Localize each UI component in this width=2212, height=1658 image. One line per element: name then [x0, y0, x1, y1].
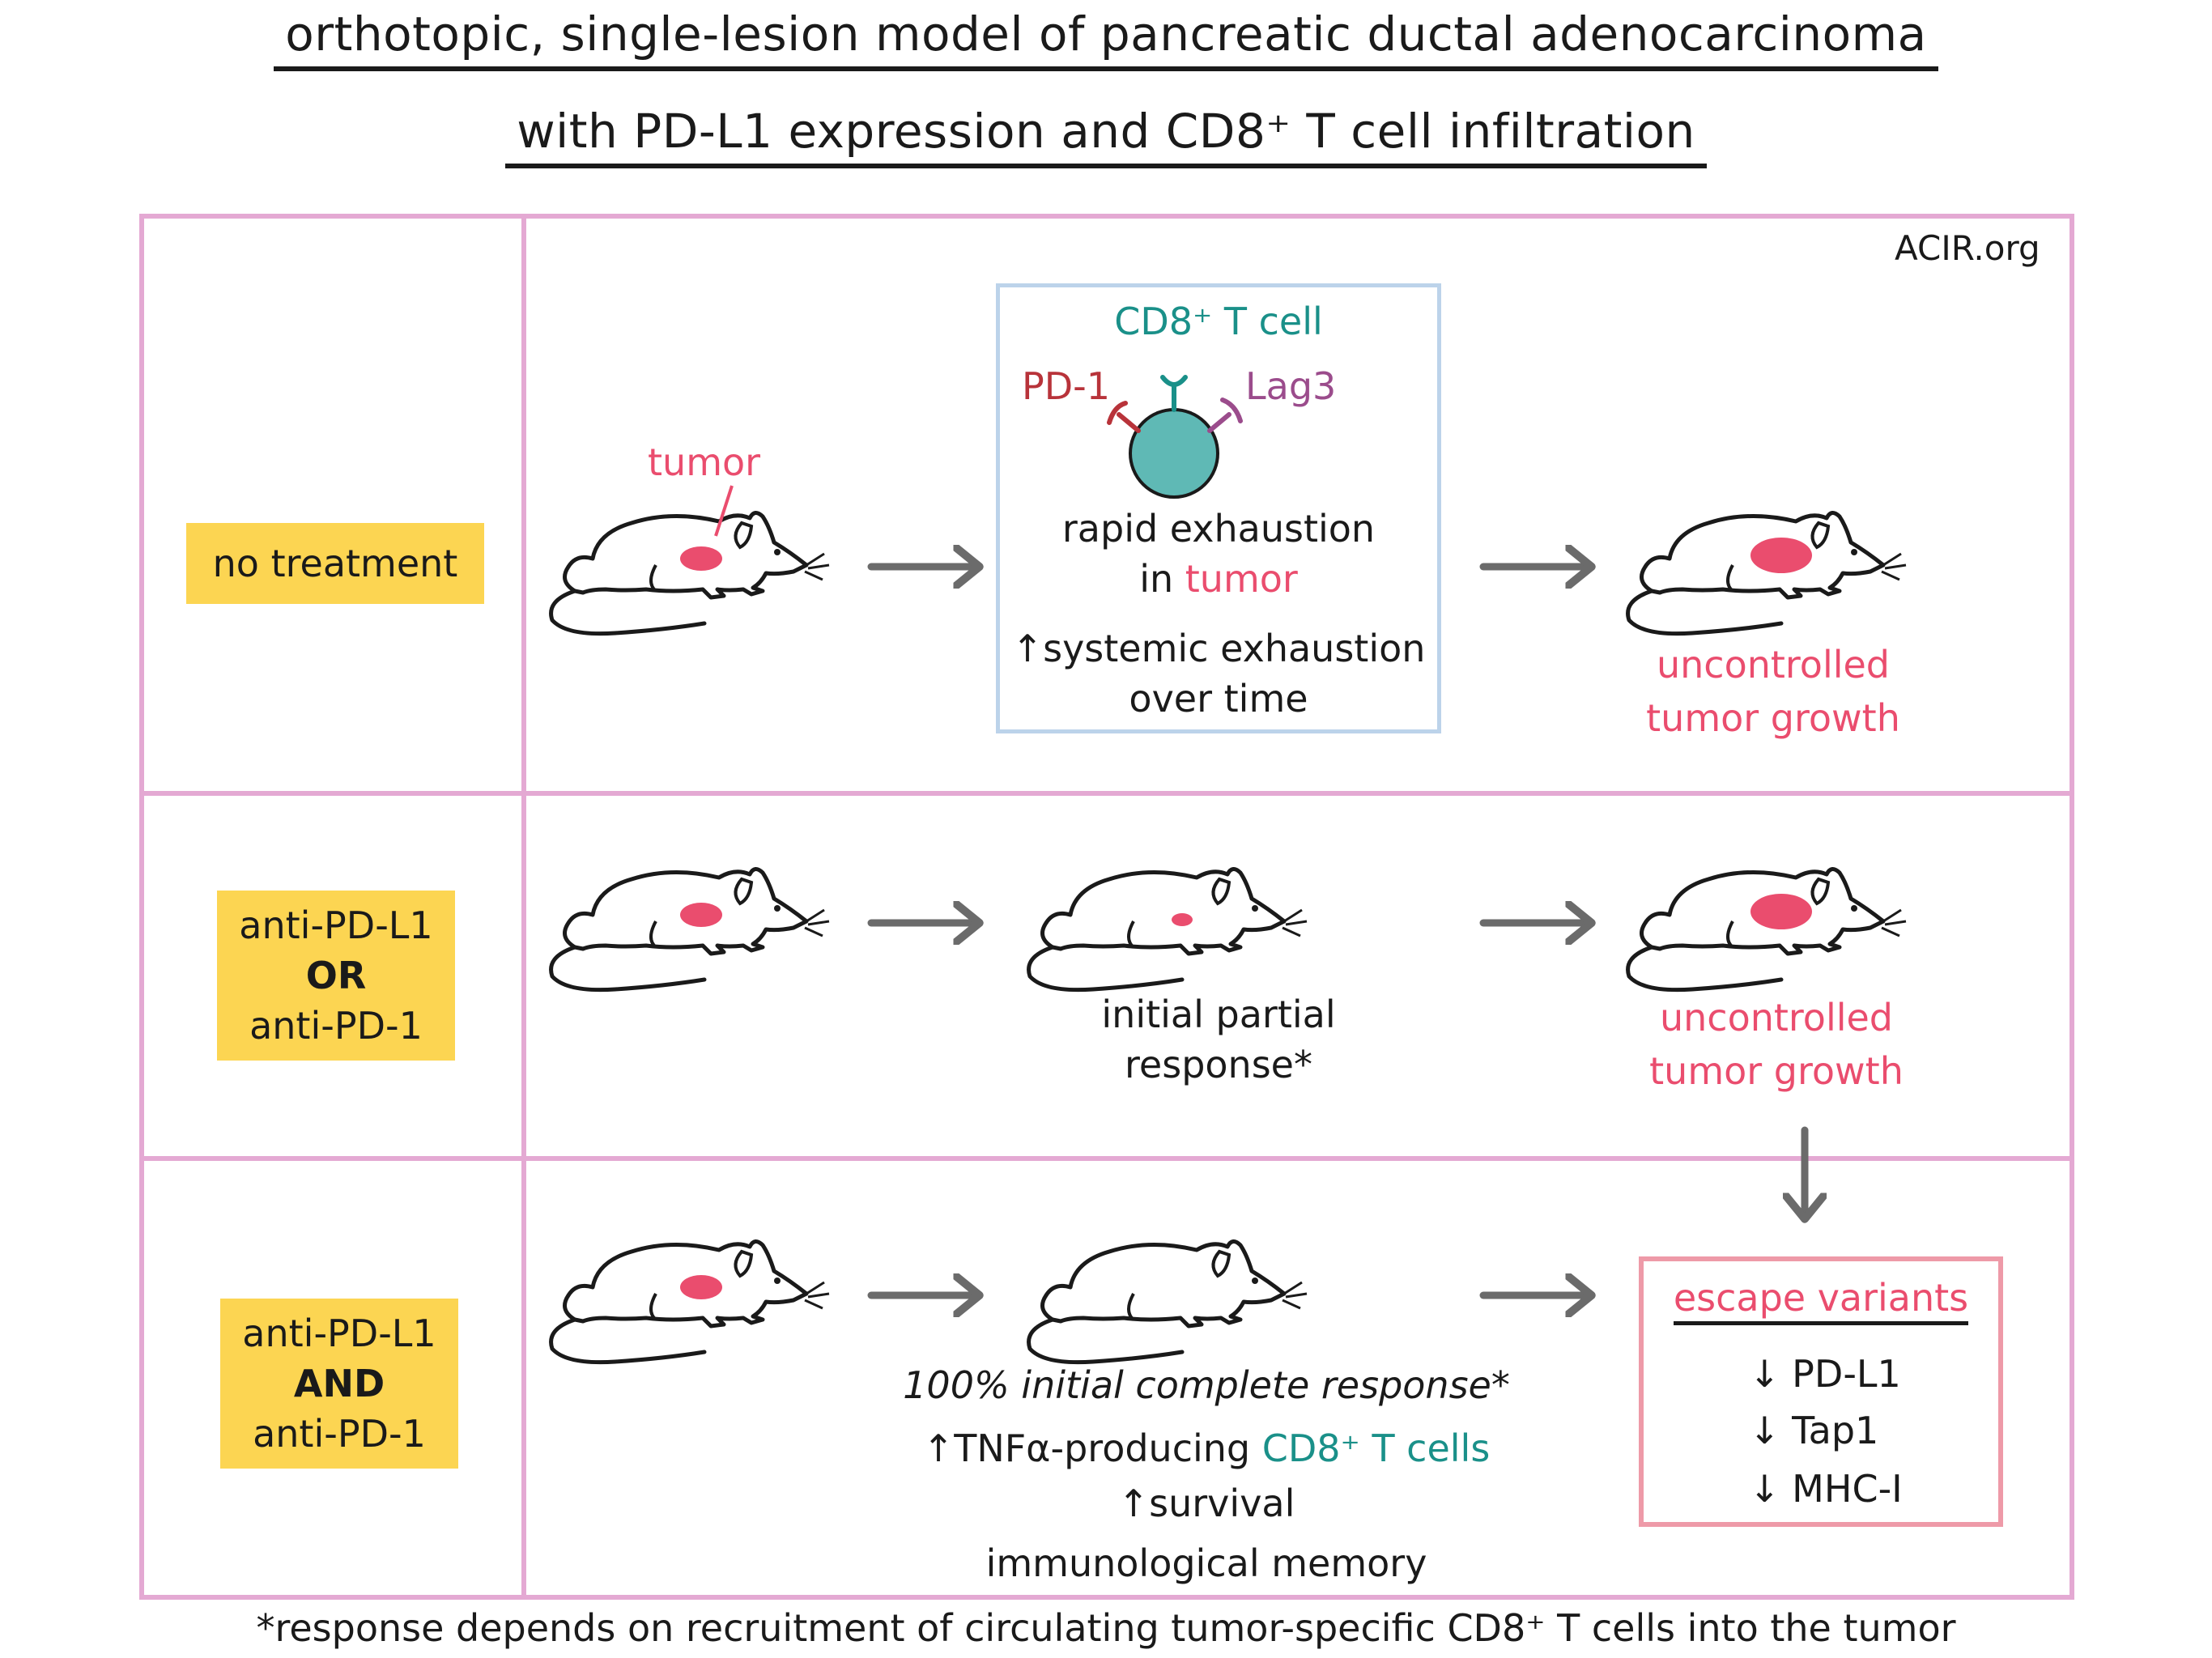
- mouse-illustration: [1028, 850, 1320, 1004]
- escape-variants-title: escape variants: [1639, 1273, 2003, 1325]
- mouse-illustration: [551, 850, 842, 1004]
- footnote: *response depends on recruitment of circ…: [256, 1606, 1956, 1650]
- row-label-anti-pd-l1-and-anti-pd-1: anti-PD-L1 AND anti-PD-1: [220, 1299, 458, 1469]
- column-divider: [521, 214, 526, 1600]
- tumor-mark: [680, 546, 722, 571]
- tumor-label: tumor: [648, 440, 761, 484]
- credit: ACIR.org: [1895, 228, 2040, 268]
- arrow-right: [1479, 1279, 1600, 1312]
- mouse-illustration: [1028, 1222, 1320, 1376]
- outcome-line2: tumor growth: [1646, 696, 1900, 740]
- arrow-right: [1479, 551, 1600, 583]
- outcome-line2: tumor growth: [1649, 1049, 1904, 1093]
- exhaustion-line2: in tumor: [1139, 557, 1298, 601]
- mouse-illustration: [1627, 494, 1919, 648]
- tumor-mark: [680, 903, 722, 927]
- cd8-t-cell-label: CD8⁺ T cell: [1114, 300, 1323, 343]
- complete-response-line2: ↑TNFα-producing CD8⁺ T cells: [922, 1426, 1491, 1470]
- tumor-mark: [1750, 538, 1812, 573]
- arrow-right: [867, 551, 988, 583]
- row-divider-2: [139, 1156, 2074, 1161]
- mouse-illustration: [551, 494, 842, 648]
- lag3-label: Lag3: [1245, 364, 1337, 408]
- diagram-title-line2: with PD-L1 expression and CD8⁺ T cell in…: [0, 104, 2212, 168]
- tumor-pointer-line: [714, 485, 734, 537]
- complete-response-line4: immunological memory: [985, 1541, 1427, 1585]
- tumor-mark: [1172, 913, 1193, 926]
- mouse-illustration: [1627, 850, 1919, 1004]
- row-divider-1: [139, 791, 2074, 796]
- outcome-line1: uncontrolled: [1656, 643, 1891, 687]
- tumor-mark: [680, 1275, 722, 1299]
- mouse-illustration: [551, 1222, 842, 1376]
- t-cell-icon: [1107, 375, 1243, 499]
- exhaustion-line3: ↑systemic exhaustion: [1011, 627, 1426, 670]
- row-label-no-treatment: no treatment: [186, 523, 484, 604]
- exhaustion-info-box: [996, 283, 1441, 733]
- arrow-right: [867, 907, 988, 939]
- escape-item-mhc-i: ↓ MHC-I: [1749, 1467, 1903, 1511]
- complete-response-line3: ↑survival: [1117, 1482, 1295, 1525]
- partial-response-line1: initial partial: [1101, 993, 1336, 1036]
- tumor-mark: [1750, 894, 1812, 929]
- diagram-title-line1: orthotopic, single-lesion model of pancr…: [0, 6, 2212, 71]
- arrow-down: [1784, 1126, 1825, 1231]
- arrow-right: [867, 1279, 988, 1312]
- pd-1-label: PD-1: [1022, 364, 1111, 408]
- partial-response-line2: response*: [1125, 1043, 1312, 1086]
- complete-response-line1: 100% initial complete response*: [903, 1363, 1510, 1407]
- outcome-line1: uncontrolled: [1659, 996, 1894, 1039]
- escape-item-tap1: ↓ Tap1: [1749, 1409, 1879, 1452]
- row-label-anti-pd-l1-or-anti-pd-1: anti-PD-L1 OR anti-PD-1: [217, 891, 455, 1061]
- exhaustion-line1: rapid exhaustion: [1061, 507, 1376, 551]
- table-grid: [139, 214, 2074, 1600]
- escape-variants-box: [1639, 1256, 2003, 1527]
- arrow-right: [1479, 907, 1600, 939]
- exhaustion-line4: over time: [1129, 677, 1308, 721]
- escape-item-pd-l1: ↓ PD-L1: [1749, 1352, 1901, 1396]
